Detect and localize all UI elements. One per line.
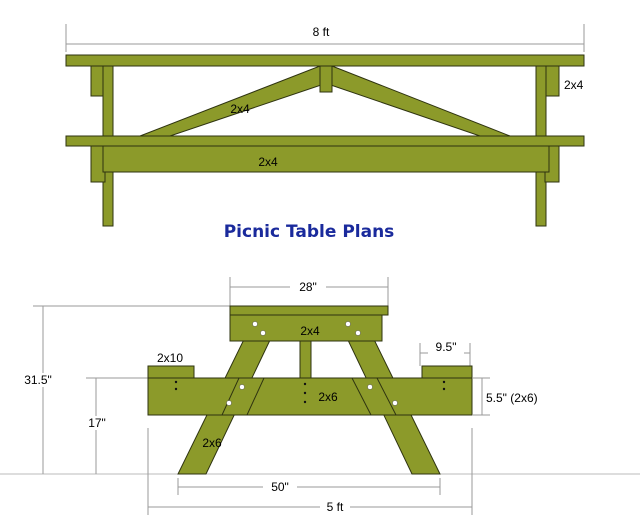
overall-width-dimension: 5 ft [147,428,473,515]
seat-width-dimension: 9.5" [419,340,471,366]
seat-height-dimension: 17" [80,377,148,474]
right-diagonal-brace [321,65,511,137]
left-seat-board [147,365,195,379]
bench-span-dimension: 50" [177,478,441,495]
end-view: 28" 31.5" 17" 9.5" 5. [0,277,640,515]
total-height-dimension: 31.5" [18,305,230,474]
bench-span-label: 50" [271,480,289,494]
end-table-top [229,305,389,316]
page-title: Picnic Table Plans [224,222,395,242]
seat-width-label: 9.5" [436,340,457,354]
side-view: 8 ft 2x4 2x4 2x4 [65,24,585,227]
seat-board-height-dimension: 5.5" (2x6) [473,377,538,416]
left-diagonal-brace [139,65,331,137]
right-leg-front [351,377,397,416]
cross-rail-label: 2x6 [318,390,338,404]
side-rail [102,145,550,173]
top-support-label: 2x4 [300,324,320,338]
length-label: 8 ft [313,25,330,39]
leg-lumber-label: 2x6 [202,436,222,450]
top-support [229,314,383,342]
length-dimension: 8 ft [65,24,585,52]
table-top [65,54,585,67]
bolt-holes [226,321,398,406]
seat-lumber-label: 2x10 [157,351,183,365]
cross-rail [147,377,473,416]
top-width-dimension: 28" [229,277,389,306]
brace-lumber-label: 2x4 [230,102,250,116]
leg-lumber-label: 2x4 [564,78,584,92]
seat-board-height-label: 5.5" (2x6) [486,391,538,405]
rail-lumber-label: 2x4 [258,155,278,169]
seat-height-label: 17" [88,416,106,430]
nail-dots [174,380,446,404]
top-width-label: 28" [299,280,317,294]
total-height-label: 31.5" [24,373,52,387]
center-brace-block [319,65,333,93]
bench-seat [65,135,585,147]
right-seat-board [421,365,473,379]
center-support [299,340,312,379]
right-leg-top-block [544,65,560,97]
overall-width-label: 5 ft [327,500,344,514]
